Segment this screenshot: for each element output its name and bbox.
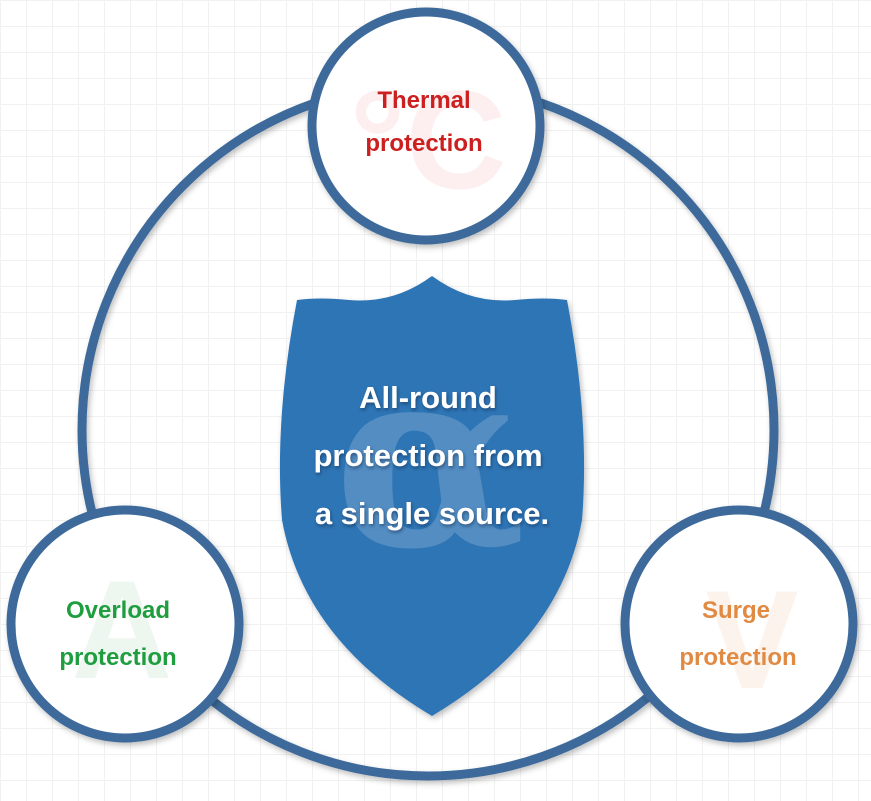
- center-shield: α All-round protection from a single sou…: [279, 276, 585, 716]
- surge-label-line-1: Surge: [702, 597, 770, 624]
- ampere-watermark-icon: A: [71, 551, 172, 708]
- center-line-2: protection from: [313, 438, 542, 473]
- surge-node: V Surge protection: [620, 505, 858, 743]
- thermal-circle: [307, 7, 545, 245]
- surge-circle: [620, 505, 858, 743]
- shield-shape: [279, 276, 585, 716]
- volt-watermark-icon: V: [705, 561, 798, 718]
- thermal-label-line-2: protection: [365, 130, 482, 157]
- thermal-label-line-1: Thermal: [377, 87, 470, 114]
- alpha-watermark: α: [334, 310, 526, 604]
- center-line-3: a single source.: [315, 496, 549, 531]
- overload-label-line-2: protection: [59, 644, 176, 671]
- center-line-1: All-round: [359, 380, 497, 415]
- surge-label-line-2: protection: [679, 644, 796, 671]
- overload-label-line-1: Overload: [66, 597, 170, 624]
- celsius-watermark-icon: °C: [349, 61, 506, 218]
- thermal-node: °C Thermal protection: [307, 7, 545, 245]
- overload-node: A Overload protection: [6, 505, 244, 743]
- overload-circle: [6, 505, 244, 743]
